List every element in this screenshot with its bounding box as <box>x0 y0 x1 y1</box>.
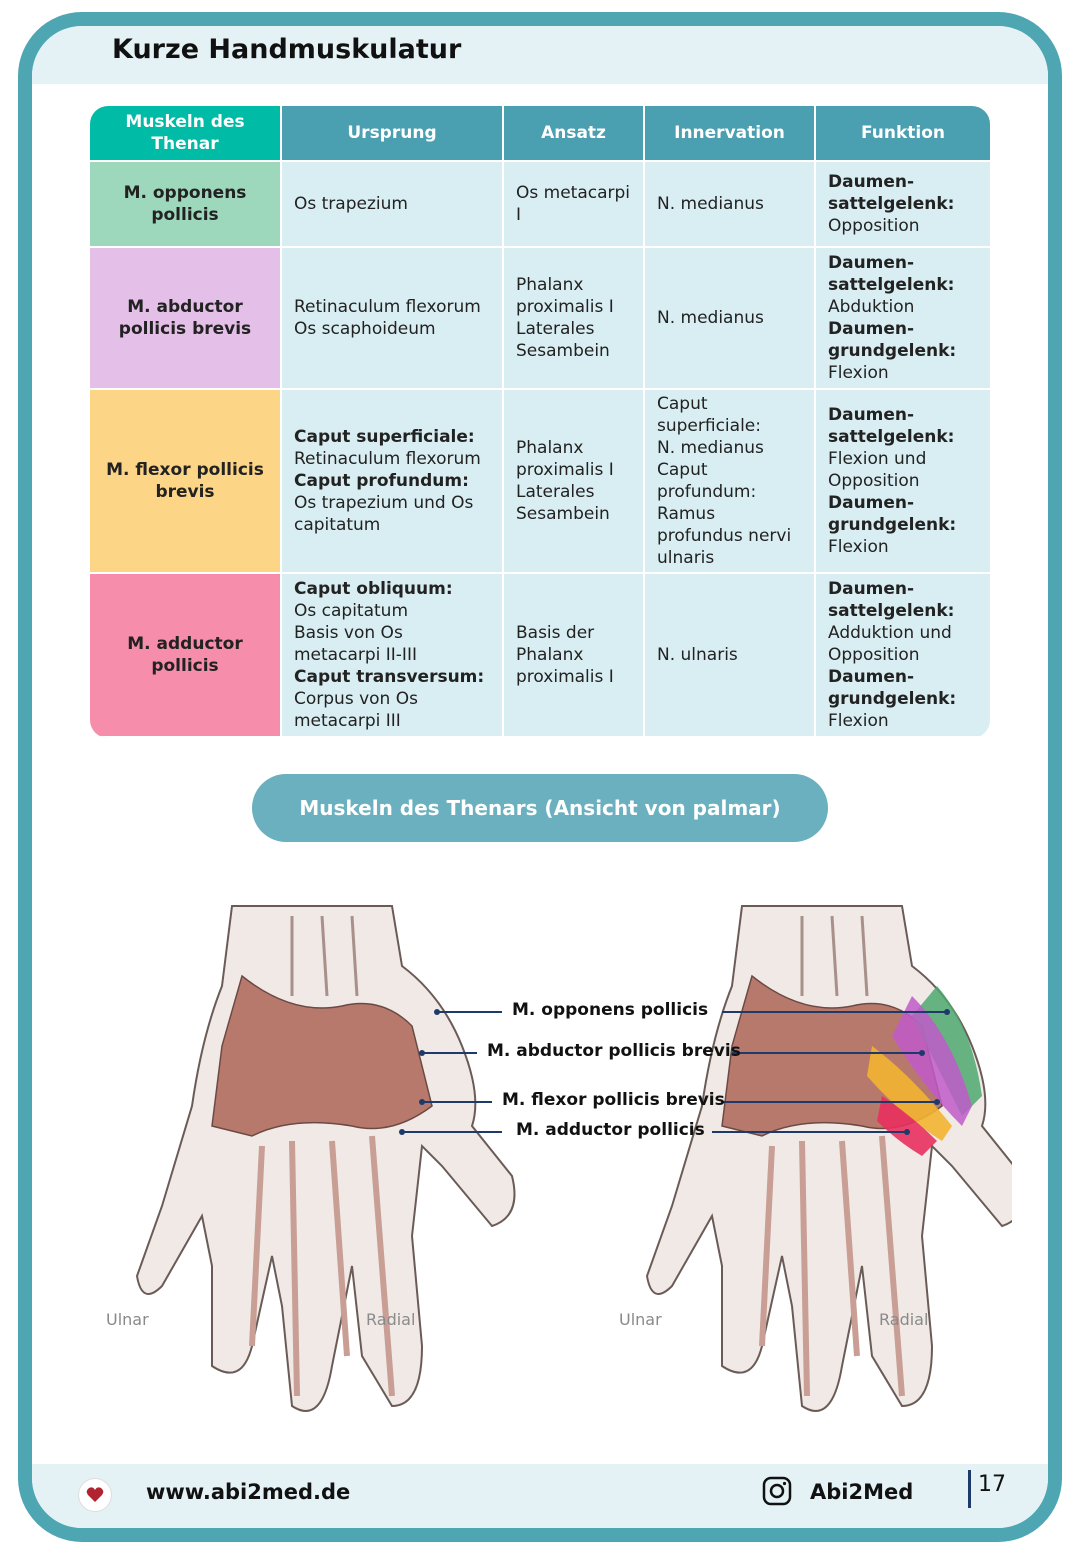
cell-line: Phalanx proximalis I <box>516 275 614 317</box>
column-header-innervation: Innervation <box>645 106 816 162</box>
cell-line: Corpus von Os metacarpi III <box>294 689 418 731</box>
social-handle[interactable]: Abi2Med <box>810 1480 914 1504</box>
page-number: 17 <box>978 1472 1006 1497</box>
side-label-ulnar-left: Ulnar <box>106 1310 149 1329</box>
muscle-table: Muskeln des Thenar Ursprung Ansatz Inner… <box>90 106 990 738</box>
muscle-name-cell: M. opponens pollicis <box>90 162 282 248</box>
cell-line: Basis von Os metacarpi II-III <box>294 623 417 665</box>
cell-line: Daumen-grundgelenk: <box>828 319 957 361</box>
cell-line: Retinaculum flexorum <box>294 297 481 317</box>
innervation-cell: N. ulnaris <box>645 574 816 738</box>
cell-line: Laterales Sesambein <box>516 482 610 524</box>
cell-line: Daumen-sattelgelenk: <box>828 405 955 447</box>
label-flexor: M. flexor pollicis brevis <box>502 1090 725 1110</box>
side-label-ulnar-right: Ulnar <box>619 1310 662 1329</box>
adductor-highlight <box>877 1096 937 1156</box>
cell-line: Os trapezium und Os capitatum <box>294 493 474 535</box>
muscle-name-cell: M. abductor pollicis brevis <box>90 248 282 390</box>
innervation-cell: N. medianus <box>645 248 816 390</box>
cell-line: Os trapezium <box>294 194 408 214</box>
side-label-radial-right: Radial <box>879 1310 929 1329</box>
figure-caption: Muskeln des Thenars (Ansicht von palmar) <box>252 774 828 842</box>
cell-line: Daumen-sattelgelenk: <box>828 172 955 214</box>
cell-line: Flexion und Opposition <box>828 449 927 491</box>
column-header-muscle: Muskeln des Thenar <box>90 106 282 162</box>
instagram-icon <box>762 1476 792 1506</box>
cell-line: Flexion <box>828 711 889 731</box>
cell-line: Caput obliquum: <box>294 579 453 599</box>
title-bar: Kurze Handmuskulatur <box>32 26 1048 84</box>
cell-line: Phalanx proximalis I <box>516 438 614 480</box>
insertion-cell: Os metacarpi I <box>504 162 645 248</box>
column-header-insertion: Ansatz <box>504 106 645 162</box>
cell-line: Os metacarpi I <box>516 183 631 225</box>
cell-line: Caput transversum: <box>294 667 485 687</box>
cell-line: Caput superficiale: <box>294 427 475 447</box>
page-number-divider <box>968 1470 971 1508</box>
cell-line: Ramus profundus nervi ulnaris <box>657 504 792 568</box>
cell-line: Opposition <box>828 216 920 236</box>
table-header-row: Muskeln des Thenar Ursprung Ansatz Inner… <box>90 106 990 162</box>
cell-line: Basis der Phalanx proximalis I <box>516 623 614 687</box>
hand-anatomy-figure <box>92 886 1012 1446</box>
origin-cell: Os trapezium <box>282 162 504 248</box>
muscle-name-cell: M. adductor pollicis <box>90 574 282 738</box>
abductor-highlight <box>892 996 972 1126</box>
page-frame: Kurze Handmuskulatur Muskeln des Thenar … <box>18 12 1062 1542</box>
cell-line: Flexion <box>828 537 889 557</box>
cell-line: Daumen-grundgelenk: <box>828 667 957 709</box>
page-content: Kurze Handmuskulatur Muskeln des Thenar … <box>32 26 1048 1528</box>
table-row: M. opponens pollicis Os trapezium Os metac… <box>90 162 990 248</box>
website-link[interactable]: www.abi2med.de <box>146 1480 351 1504</box>
cell-line: Daumen-sattelgelenk: <box>828 253 955 295</box>
function-cell: Daumen-sattelgelenk:Opposition <box>816 162 990 248</box>
flexor-highlight <box>867 1046 952 1141</box>
cell-line: Caput superficiale: <box>657 394 761 436</box>
cell-line: Caput profundum: <box>294 471 469 491</box>
innervation-cell: N. medianus <box>645 162 816 248</box>
cell-line: N. ulnaris <box>657 645 738 665</box>
cell-line: Caput profundum: <box>657 460 757 502</box>
heart-logo-icon <box>78 1478 112 1512</box>
cell-line: Abduktion <box>828 297 915 317</box>
column-header-origin: Ursprung <box>282 106 504 162</box>
insertion-cell: Basis der Phalanx proximalis I <box>504 574 645 738</box>
label-opponens: M. opponens pollicis <box>512 1000 709 1020</box>
label-abductor: M. abductor pollicis brevis <box>487 1041 741 1061</box>
cell-line: Daumen-sattelgelenk: <box>828 579 955 621</box>
cell-line: Laterales Sesambein <box>516 319 610 361</box>
cell-line: Adduktion und Opposition <box>828 623 952 665</box>
cell-line: Retinaculum flexorum <box>294 449 481 469</box>
page-title: Kurze Handmuskulatur <box>112 34 462 65</box>
cell-line: Flexion <box>828 363 889 383</box>
column-header-function: Funktion <box>816 106 990 162</box>
cell-line: N. medianus <box>657 438 764 458</box>
side-label-radial-left: Radial <box>366 1310 416 1329</box>
cell-line: N. medianus <box>657 308 764 328</box>
muscle-name-cell: M. flexor pollicis brevis <box>90 390 282 574</box>
function-cell: Daumen-sattelgelenk:Adduktion und Opposi… <box>816 574 990 738</box>
cell-line: N. medianus <box>657 194 764 214</box>
cell-line: Os scaphoideum <box>294 319 436 339</box>
hand-illustrations: M. opponens pollicis M. abductor pollici… <box>92 886 1012 1446</box>
function-cell: Daumen-sattelgelenk:Flexion und Oppositi… <box>816 390 990 574</box>
footer: www.abi2med.de Abi2Med 17 <box>32 1464 1048 1528</box>
cell-line: Os capitatum <box>294 601 409 621</box>
label-adductor: M. adductor pollicis <box>516 1120 705 1140</box>
cell-line: Daumen-grundgelenk: <box>828 493 957 535</box>
